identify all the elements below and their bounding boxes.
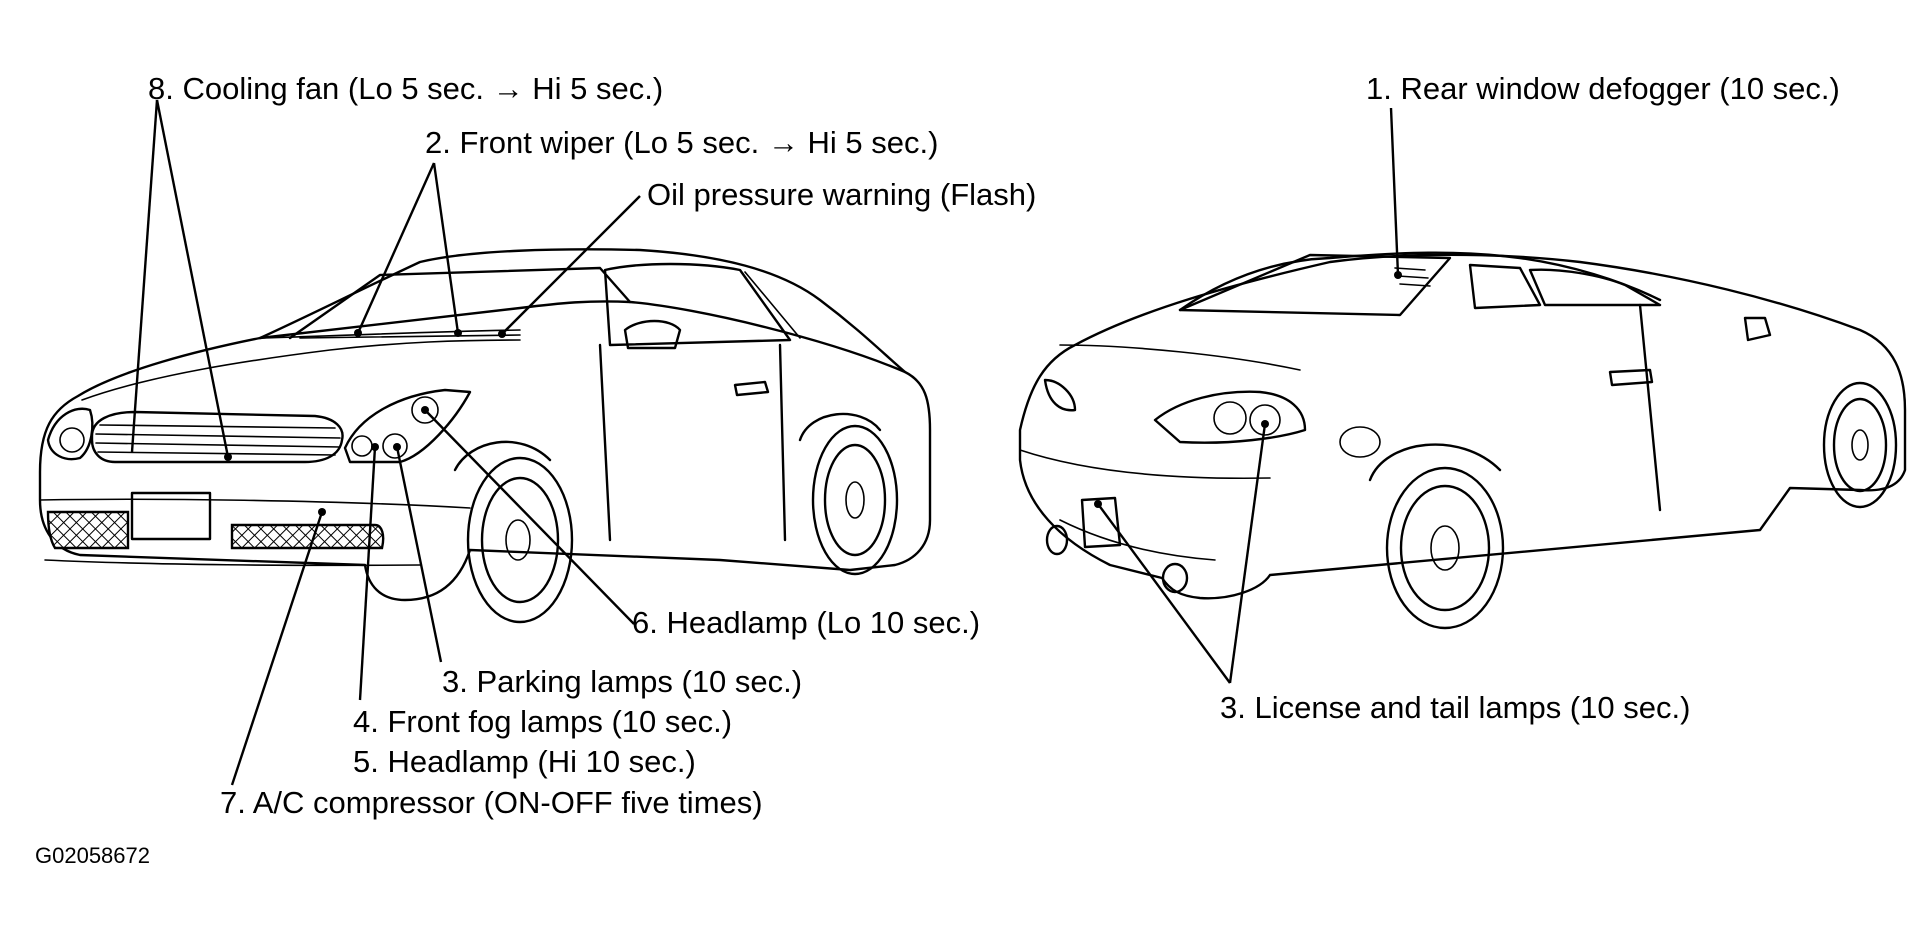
rear-car-illustration — [1018, 251, 1907, 630]
dot-parking — [393, 443, 401, 451]
dot-fog — [371, 443, 379, 451]
leader-parking-lamps — [395, 446, 443, 663]
figure-code: G02058672 — [35, 843, 150, 868]
leader-rear-defogger — [1389, 107, 1400, 276]
label-headlamp-lo: 6. Headlamp (Lo 10 sec.) — [632, 605, 980, 640]
leader-lines — [130, 99, 1402, 786]
dot-defogger — [1394, 271, 1402, 279]
leader-cooling-fan-b — [155, 99, 230, 458]
leader-ac-compressor — [230, 511, 324, 786]
leader-headlamp-lo — [424, 409, 635, 625]
leader-tail-lamp — [1228, 423, 1267, 684]
label-ac-compressor: 7. A/C compressor (ON-OFF five times) — [220, 785, 763, 820]
label-cooling-fan: 8. Cooling fan (Lo 5 sec. → Hi 5 sec.) — [148, 71, 663, 106]
dot-grille — [224, 453, 232, 461]
dot-headlamp-lo — [421, 406, 429, 414]
label-parking-lamps: 3. Parking lamps (10 sec.) — [442, 664, 802, 699]
leader-front-fog — [358, 446, 377, 701]
leader-cooling-fan-a — [130, 99, 159, 453]
leader-front-wiper-b — [432, 162, 460, 334]
leader-license-lamp — [1097, 503, 1231, 684]
leader-front-wiper-a — [356, 162, 436, 334]
dot-license — [1094, 500, 1102, 508]
label-oil-pressure: Oil pressure warning (Flash) — [647, 177, 1036, 212]
dot-ac — [318, 508, 326, 516]
dot-wiper-b — [454, 329, 462, 337]
label-front-fog: 4. Front fog lamps (10 sec.) — [353, 704, 732, 739]
dot-oil — [498, 330, 506, 338]
dot-tail — [1261, 420, 1269, 428]
label-headlamp-hi: 5. Headlamp (Hi 10 sec.) — [353, 744, 696, 779]
front-car-illustration — [38, 248, 932, 624]
dot-wiper-a — [354, 329, 362, 337]
label-rear-defogger: 1. Rear window defogger (10 sec.) — [1366, 71, 1840, 106]
label-license-tail: 3. License and tail lamps (10 sec.) — [1220, 690, 1690, 725]
callout-labels: 8. Cooling fan (Lo 5 sec. → Hi 5 sec.) 2… — [35, 71, 1840, 868]
leader-oil-pressure — [501, 195, 641, 335]
label-front-wiper: 2. Front wiper (Lo 5 sec. → Hi 5 sec.) — [425, 125, 938, 160]
